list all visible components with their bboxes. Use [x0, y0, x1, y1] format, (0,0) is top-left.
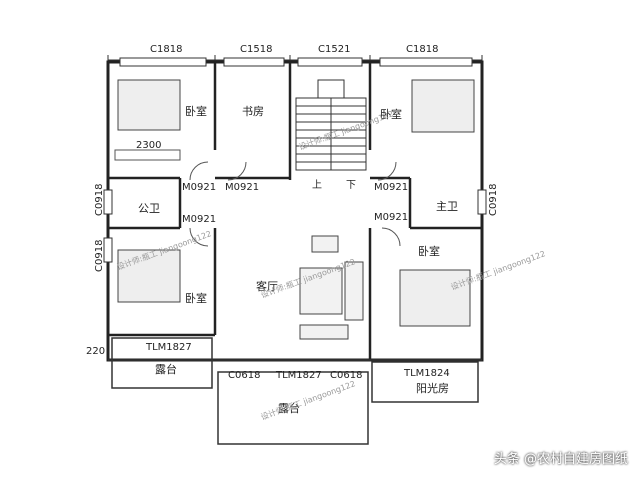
- dimension-offset: 220: [86, 346, 105, 357]
- room-study: 书房: [242, 105, 264, 118]
- credit-watermark: 头条 @农村自建房图纸: [493, 452, 628, 467]
- door-label: M0921: [182, 182, 216, 193]
- room-terrace-w: 露台: [155, 362, 177, 376]
- opening-tlm-east: TLM1824: [403, 368, 450, 379]
- window-c1521: C1521: [318, 44, 350, 55]
- closet-strip: [114, 149, 181, 161]
- room-terrace-s: 露台: [278, 401, 300, 415]
- window-c1818-west: C1818: [150, 44, 182, 55]
- door-swings: [189, 161, 401, 247]
- stair: [295, 79, 367, 171]
- room-bedroom-w: 卧室: [185, 291, 207, 305]
- side-window-frames: [103, 189, 487, 263]
- window-c1518: C1518: [240, 44, 272, 55]
- window-c1818-east: C1818: [406, 44, 438, 55]
- top-window-frames: [119, 57, 473, 67]
- interior-walls: [108, 62, 482, 360]
- beds: [117, 79, 475, 327]
- room-bathroom-master: 主卫: [436, 200, 458, 213]
- opening-c-west: C0618: [228, 370, 260, 381]
- opening-tlm-center: TLM1827: [275, 370, 322, 381]
- opening-c-east: C0618: [330, 370, 362, 381]
- window-c0918-right: C0918: [488, 184, 499, 216]
- door-label: M0921: [374, 212, 408, 223]
- room-sunroom: 阳光房: [416, 381, 449, 395]
- window-c0918-left-bottom: C0918: [94, 240, 105, 272]
- room-bathroom-public: 公卫: [138, 202, 160, 215]
- room-bedroom-nw: 卧室: [185, 104, 207, 118]
- room-bedroom-e: 卧室: [418, 244, 440, 258]
- terrace-outline: [108, 337, 482, 445]
- room-bedroom-ne: 卧室: [380, 107, 402, 121]
- dimension-closet: 2300: [136, 140, 161, 151]
- stair-down-label: 下: [346, 180, 356, 191]
- stair-up-label: 上: [312, 179, 322, 191]
- door-label: M0921: [374, 182, 408, 193]
- window-c0918-left-top: C0918: [94, 184, 105, 216]
- room-living: 客厅: [256, 279, 278, 293]
- door-label: M0921: [182, 214, 216, 225]
- door-label: M0921: [225, 182, 259, 193]
- watermark: 设计师:瓶工 jiangoong122: [259, 378, 356, 422]
- sofa-set: [299, 235, 364, 340]
- opening-tlm-west: TLM1827: [145, 342, 192, 353]
